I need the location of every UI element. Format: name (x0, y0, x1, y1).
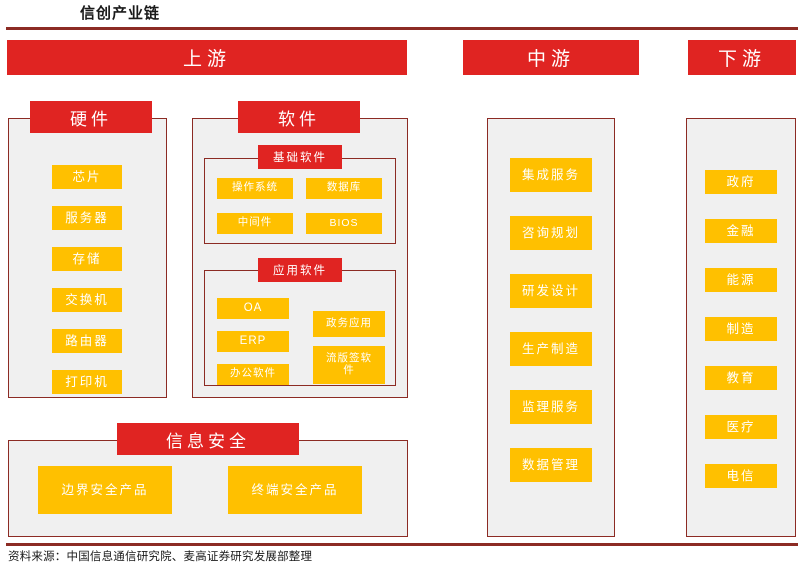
item-hardware-2: 存储 (52, 247, 122, 271)
item-downstream-0: 政府 (705, 170, 777, 194)
item-midstream-4: 监理服务 (510, 390, 592, 424)
item-application-left-1: ERP (217, 331, 289, 352)
item-application-left-2: 办公软件 (217, 364, 289, 385)
item-hardware-5: 打印机 (52, 370, 122, 394)
item-downstream-6: 电信 (705, 464, 777, 488)
item-hardware-3: 交换机 (52, 288, 122, 312)
item-midstream-5: 数据管理 (510, 448, 592, 482)
item-midstream-0: 集成服务 (510, 158, 592, 192)
source-note: 资料来源：中国信息通信研究院、麦高证券研究发展部整理 (8, 551, 313, 563)
chip-information-security: 信息安全 (117, 423, 299, 455)
item-hardware-1: 服务器 (52, 206, 122, 230)
page-title: 信创产业链 (80, 6, 161, 22)
chip-application-software: 应用软件 (258, 258, 342, 282)
item-basic-software-1: 数据库 (306, 178, 382, 199)
item-security-1: 终端安全产品 (228, 466, 362, 514)
chip-basic-software: 基础软件 (258, 145, 342, 169)
item-downstream-5: 医疗 (705, 415, 777, 439)
item-downstream-3: 制造 (705, 317, 777, 341)
item-downstream-4: 教育 (705, 366, 777, 390)
item-hardware-4: 路由器 (52, 329, 122, 353)
header-divider (6, 27, 798, 30)
chip-hardware: 硬件 (30, 101, 152, 133)
footer-divider (6, 543, 798, 546)
item-application-left-0: OA (217, 298, 289, 319)
item-security-0: 边界安全产品 (38, 466, 172, 514)
item-application-right-0: 政务应用 (313, 311, 385, 337)
item-hardware-0: 芯片 (52, 165, 122, 189)
item-basic-software-0: 操作系统 (217, 178, 293, 199)
item-basic-software-2: 中间件 (217, 213, 293, 234)
banner-upstream: 上游 (7, 40, 407, 75)
item-basic-software-3: BIOS (306, 213, 382, 234)
item-application-right-1: 流版签软件 (313, 346, 385, 384)
chip-software: 软件 (238, 101, 360, 133)
banner-midstream: 中游 (463, 40, 639, 75)
item-downstream-1: 金融 (705, 219, 777, 243)
banner-downstream: 下游 (688, 40, 796, 75)
item-midstream-1: 咨询规划 (510, 216, 592, 250)
item-midstream-3: 生产制造 (510, 332, 592, 366)
item-midstream-2: 研发设计 (510, 274, 592, 308)
item-downstream-2: 能源 (705, 268, 777, 292)
